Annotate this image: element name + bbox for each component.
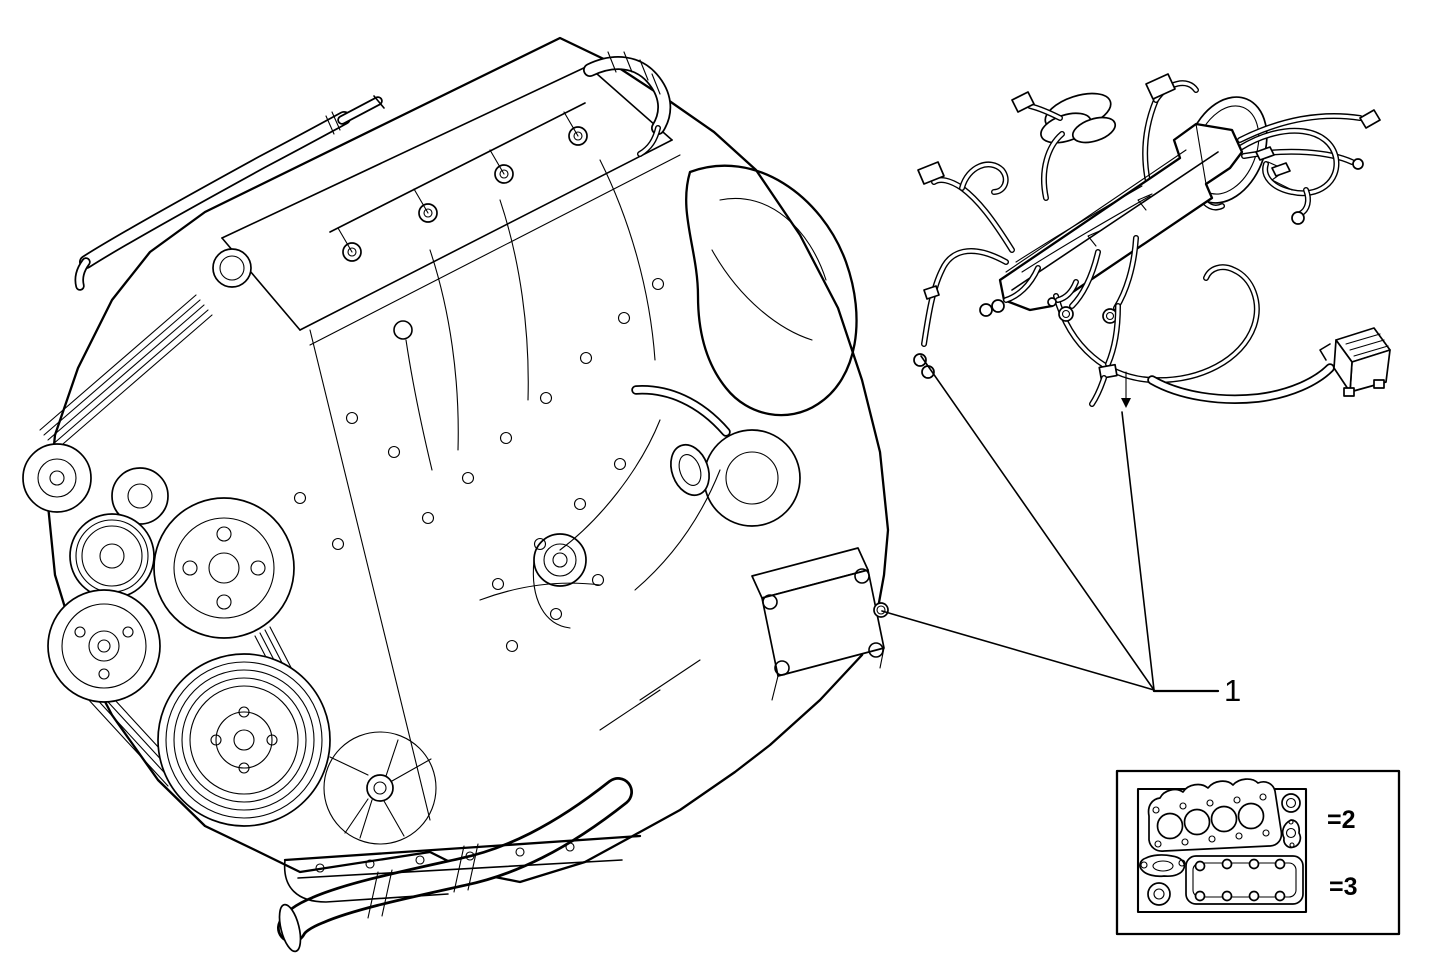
gasket-kit-inset: =2 =3 [1115,769,1401,936]
oil-pan [283,834,642,903]
turbocharger [636,164,858,527]
callout-1-label: 1 [1224,673,1241,708]
oil-filler-cap [212,248,252,288]
engine-assembly-illustration [22,36,890,953]
inset-label-3: =3 [1329,873,1358,901]
harness-trunk-duct [998,122,1244,312]
obround-gasket-vertical [1281,819,1302,849]
connector [1291,211,1305,225]
round-gasket-left [1147,882,1171,906]
leader-line-to-harness-bottom [1121,411,1155,691]
front-pulleys [22,443,331,827]
water-pump-pulley [153,497,295,639]
coolant-pipe [74,95,385,291]
breather-hose [590,51,664,157]
ecu-connector [1319,327,1391,397]
valve-cover [212,65,681,346]
obround-gasket-left [1139,854,1186,878]
connector [1359,109,1381,129]
crank-pulley [157,653,331,827]
connector [1145,73,1176,100]
intake-hose [275,792,618,953]
leader-line-to-engine [881,610,1155,691]
callout-part-1: 1 [881,355,1241,708]
connector [917,161,945,185]
valve-cover-gasket [1185,855,1304,905]
leader-line-to-harness-left [920,355,1155,691]
small-round-gasket-top [1281,793,1301,813]
harness-wires-front [979,238,1330,408]
connector [1011,91,1035,113]
wiring-harness-illustration [913,73,1391,408]
leader-target-bolt [873,602,889,618]
ring-terminal [913,353,927,367]
flywheel-cover [323,731,437,845]
head-gasket [1147,778,1283,852]
dipstick [393,320,433,471]
block-detail [293,159,721,821]
inline-connector [1098,363,1118,380]
mount-block [751,547,889,701]
injection-pump [532,533,587,629]
inset-label-2: =2 [1327,806,1356,834]
